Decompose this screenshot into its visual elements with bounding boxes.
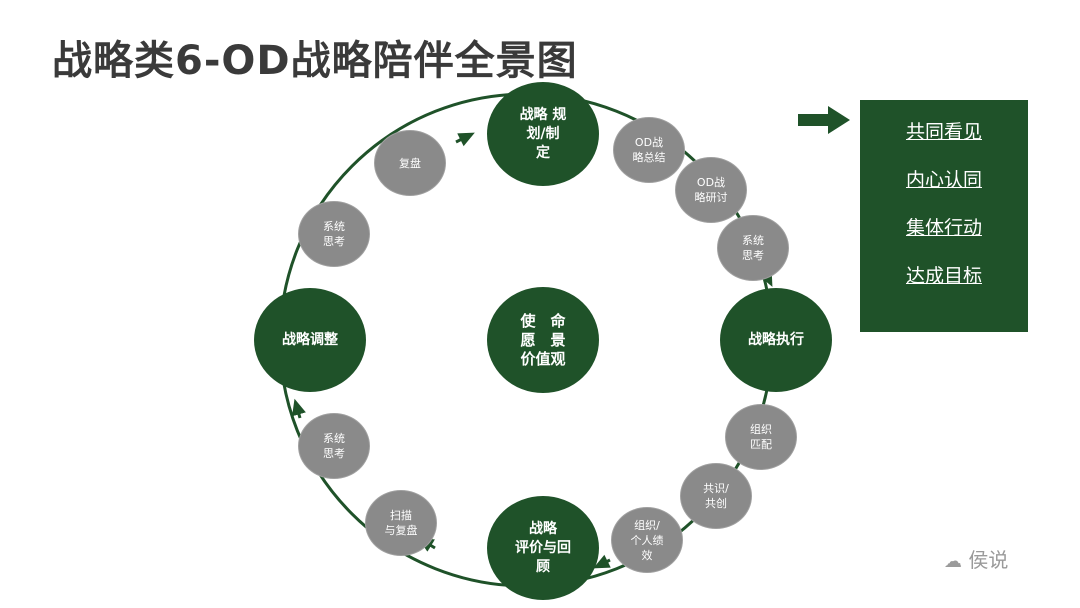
watermark: ☁ 侯说 (944, 544, 1008, 573)
page-title: 战略类6-OD战略陪伴全景图 (52, 38, 578, 84)
node-strategy-execution: 战略执行 (720, 288, 832, 392)
node-strategy-planning: 战略 规 划/制 定 (487, 82, 599, 186)
node-org-match: 组织 匹配 (725, 404, 797, 470)
watermark-text: 侯说 (968, 548, 1009, 572)
node-performance: 组织/ 个人绩 效 (611, 507, 683, 573)
outcome-item: 共同看见 (905, 121, 982, 143)
outcome-item: 达成目标 (905, 265, 982, 287)
node-strategy-adjustment: 战略调整 (254, 288, 366, 392)
node-systems-thinking-left-top: 系统 思考 (298, 201, 370, 267)
outcomes-panel: 共同看见 内心认同 集体行动 达成目标 (860, 100, 1028, 332)
right-arrow-icon (798, 106, 850, 134)
outcome-item: 集体行动 (905, 217, 982, 239)
node-consensus-cocreate: 共识/ 共创 (680, 463, 752, 529)
node-od-strategy-summary: OD战 略总结 (613, 117, 685, 183)
node-scan-review: 扫描 与复盘 (365, 490, 437, 556)
node-systems-thinking-right: 系统 思考 (717, 215, 789, 281)
node-od-strategy-research: OD战 略研讨 (675, 157, 747, 223)
node-mission-vision-values: 使 命 愿 景 价值观 (487, 287, 599, 393)
node-systems-thinking-left-bottom: 系统 思考 (298, 413, 370, 479)
node-strategy-evaluation: 战略 评价与回 顾 (487, 496, 599, 600)
node-review: 复盘 (374, 130, 446, 196)
outcome-item: 内心认同 (905, 169, 982, 191)
wechat-icon: ☁ (944, 551, 962, 572)
